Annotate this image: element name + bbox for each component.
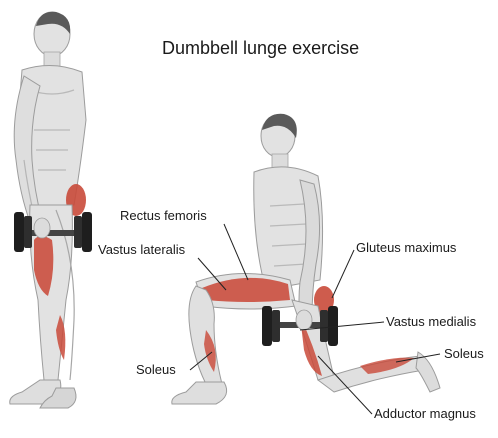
label-adductor-magnus: Adductor magnus bbox=[374, 406, 476, 421]
label-soleus-right: Soleus bbox=[444, 346, 484, 361]
leader-rectus-femoris bbox=[223, 223, 249, 281]
standing-hair bbox=[36, 11, 71, 34]
lunge-front-calf-muscle bbox=[204, 330, 216, 372]
leader-adductor-magnus bbox=[317, 355, 373, 415]
standing-hand bbox=[33, 217, 51, 239]
standing-dumbbell bbox=[14, 212, 92, 252]
leader-soleus-right bbox=[395, 353, 441, 363]
lunge-back-foot bbox=[415, 351, 441, 393]
lunge-back-calf-muscle bbox=[360, 357, 414, 374]
standing-thigh-muscle bbox=[34, 236, 54, 296]
standing-figure bbox=[9, 11, 92, 409]
lunge-adductor-muscle bbox=[300, 316, 322, 376]
leader-soleus-left bbox=[189, 351, 213, 371]
leader-vastus-lateralis bbox=[197, 257, 227, 291]
lunge-neck bbox=[271, 153, 289, 169]
label-gluteus-maximus: Gluteus maximus bbox=[356, 240, 457, 255]
leader-gluteus-maximus bbox=[331, 249, 355, 299]
lunge-front-foot bbox=[171, 381, 228, 405]
lunge-hand bbox=[295, 309, 313, 331]
standing-leg-back bbox=[55, 209, 75, 381]
lunge-abs-shade bbox=[269, 203, 307, 267]
standing-calf-muscle bbox=[56, 315, 66, 360]
standing-chest-shade bbox=[29, 89, 75, 171]
diagram-title: Dumbbell lunge exercise bbox=[162, 38, 360, 58]
lunge-quadriceps-muscle bbox=[202, 277, 290, 302]
leader-lines bbox=[189, 223, 441, 415]
standing-foot-back bbox=[39, 387, 77, 409]
label-soleus-left: Soleus bbox=[136, 362, 176, 377]
label-rectus-femoris: Rectus femoris bbox=[120, 208, 207, 223]
lunging-figure bbox=[171, 113, 441, 405]
lunge-hair bbox=[262, 113, 297, 138]
leader-vastus-medialis bbox=[299, 321, 385, 331]
label-vastus-lateralis: Vastus lateralis bbox=[98, 242, 186, 257]
label-vastus-medialis: Vastus medialis bbox=[386, 314, 477, 329]
